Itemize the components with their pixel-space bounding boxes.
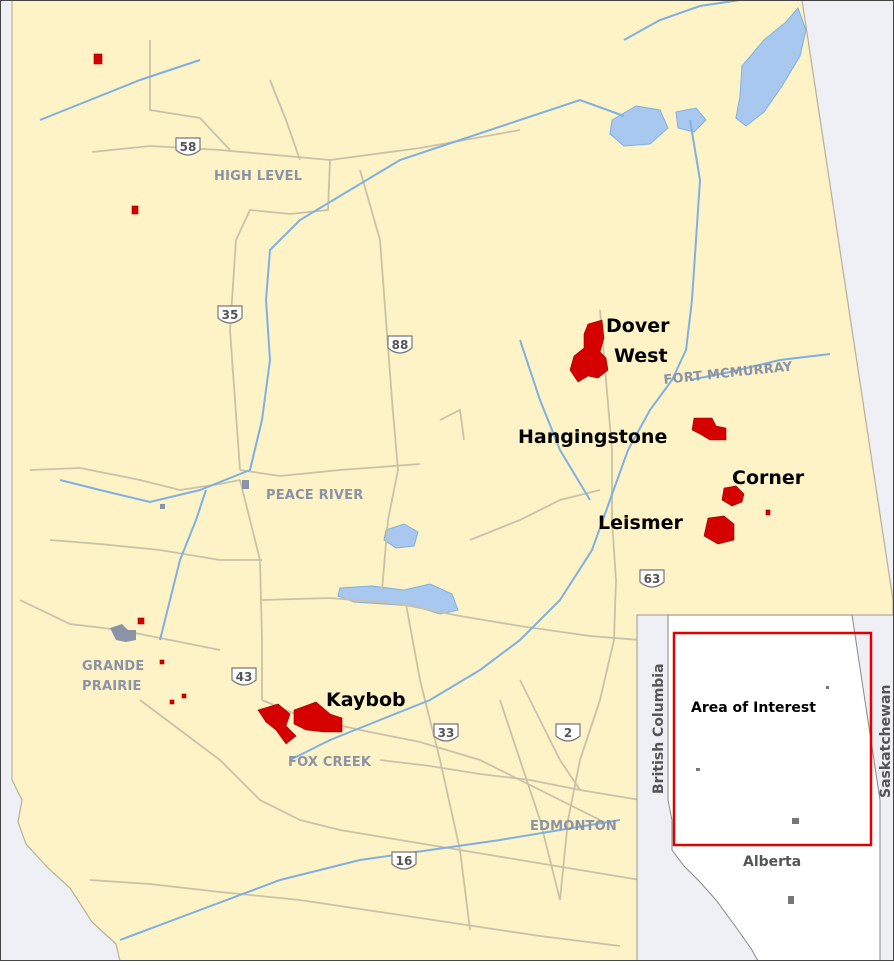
hangingstone-area [691, 417, 727, 441]
highway-63-label: 63 [644, 572, 661, 586]
highway-shield-icon: 63 [639, 569, 665, 588]
project-label-dover-2: West [614, 345, 668, 367]
inset-marker-1 [696, 768, 700, 771]
inset-marker-2 [792, 818, 799, 824]
project-label-kaybob: Kaybob [326, 689, 406, 711]
city-label-edmonton: EDMONTON [530, 819, 617, 834]
highway-shield-icon: 43 [231, 667, 257, 686]
fox-creek-urban [160, 504, 165, 509]
hay-river [39, 59, 201, 121]
lakes [337, 7, 807, 615]
highway-shield-icon: 35 [217, 305, 243, 324]
small-area-4 [181, 693, 187, 699]
kaybob-east-area [293, 701, 343, 733]
inset-marker-3 [788, 896, 794, 904]
inset-aoi-box [672, 631, 873, 847]
lesser-slave-lake [337, 583, 459, 615]
clearwater-river [689, 353, 831, 381]
project-label-leismer: Leismer [598, 512, 683, 534]
lake-athabasca [735, 7, 807, 127]
small-area-3 [169, 699, 175, 705]
slave-river [623, 0, 741, 41]
athabasca-river [289, 119, 702, 761]
highway-shield-icon: 88 [387, 335, 413, 354]
peace-river-urban [242, 480, 249, 489]
grande-prairie-area [137, 617, 145, 625]
northwest-area-1 [93, 53, 103, 65]
city-label-fox-creek: FOX CREEK [288, 755, 372, 770]
highway-shields: 58 35 88 63 43 33 2 16 [175, 137, 665, 870]
project-labels: Dover West Hangingstone Corner Leismer K… [326, 315, 805, 711]
highway-shield-icon: 2 [555, 723, 581, 742]
city-label-high-level: HIGH LEVEL [214, 169, 302, 184]
wabasca-river [519, 339, 591, 501]
grande-prairie-urban [110, 624, 136, 642]
highway-shield-icon: 33 [433, 723, 459, 742]
highway-88-label: 88 [392, 338, 409, 352]
project-label-dover-1: Dover [606, 315, 670, 337]
urban-areas [110, 480, 249, 642]
leismer-area [703, 515, 735, 545]
highway-shield-icon: 58 [175, 137, 201, 156]
corner-area [721, 485, 745, 507]
dover-west-area [569, 319, 609, 383]
highway-2-label: 2 [564, 726, 572, 740]
inset-alberta-label: Alberta [743, 854, 801, 870]
inset-british-columbia-label: British Columbia [651, 663, 667, 794]
lake-claire [609, 105, 669, 147]
kaybob-area [257, 703, 297, 745]
inset-saskatchewan-label: Saskatchewan [878, 685, 894, 798]
project-label-corner: Corner [732, 467, 805, 489]
city-label-peace-river: PEACE RIVER [266, 488, 363, 503]
inset-area-of-interest-label: Area of Interest [691, 700, 816, 716]
highway-58-label: 58 [180, 140, 197, 154]
northwest-area-2 [131, 205, 139, 215]
inset-alberta-shape [667, 614, 881, 962]
utikuma-lake [383, 523, 419, 549]
peace-river [59, 98, 625, 504]
highway-43-label: 43 [236, 670, 253, 684]
highway-shield-icon: 16 [391, 851, 417, 870]
inset-map: Area of Interest British Columbia Saskat… [636, 614, 894, 962]
highway-16-label: 16 [396, 854, 413, 868]
highway-33-label: 33 [438, 726, 455, 740]
smoky-river [159, 489, 207, 641]
city-label-grande-prairie-2: PRAIRIE [82, 679, 142, 694]
highway-35-label: 35 [222, 308, 239, 322]
project-label-hangingstone: Hangingstone [518, 426, 667, 448]
project-areas [93, 53, 771, 745]
city-label-grande-prairie-1: GRANDE [82, 659, 145, 674]
small-area-2 [159, 659, 165, 665]
inset-marker-4 [826, 686, 829, 689]
small-area-1 [765, 509, 771, 516]
